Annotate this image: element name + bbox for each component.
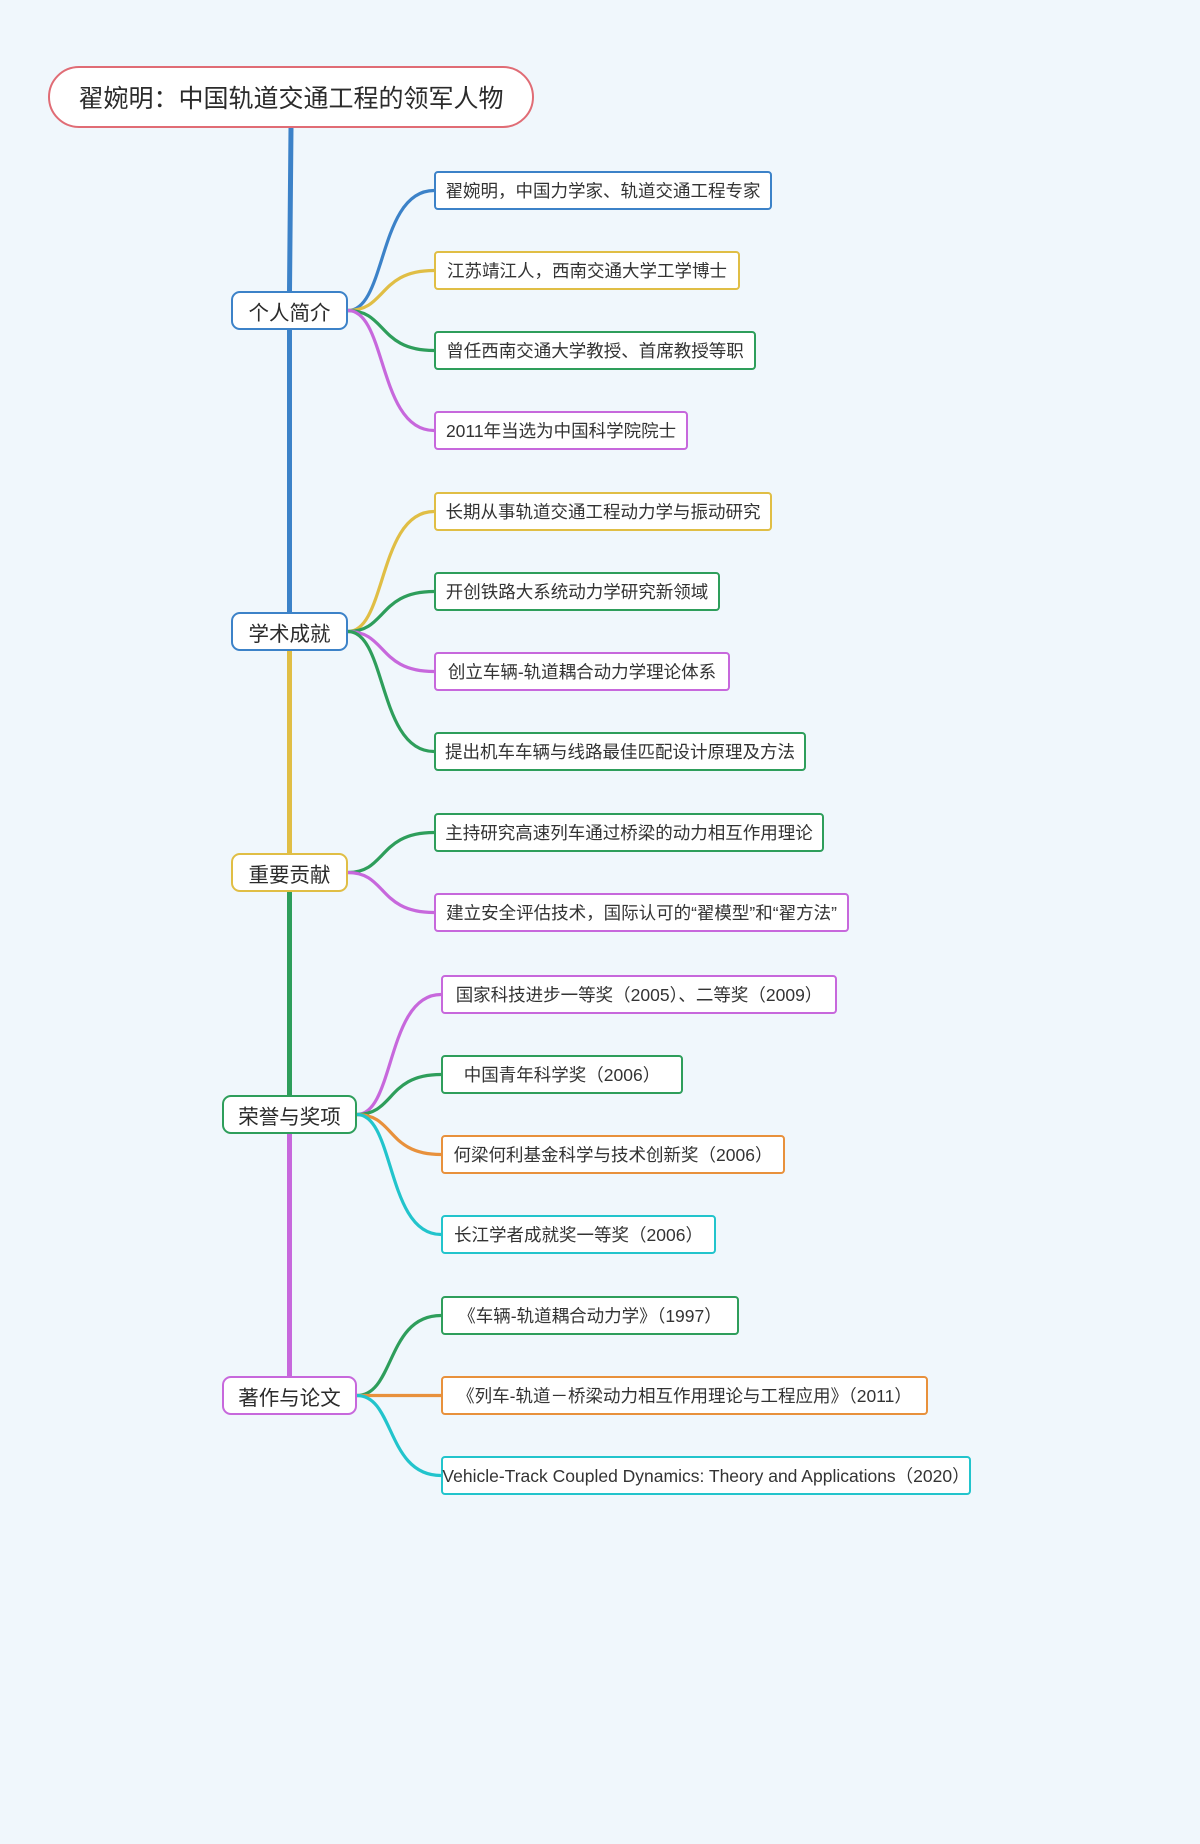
mindmap-edge: [346, 589, 436, 634]
mindmap-leaf-node-2-4-label: 提出机车车辆与线路最佳匹配设计原理及方法: [445, 742, 795, 762]
mindmap-leaf-node-4-1-label: 国家科技进步一等奖（2005）、二等奖（2009）: [455, 985, 823, 1005]
mindmap-edge: [346, 830, 436, 875]
mindmap-leaf-node-5-2[interactable]: 《列车-轨道－桥梁动力相互作用理论与工程应用》（2011）: [441, 1376, 928, 1415]
mindmap-leaf-node-3-1[interactable]: 主持研究高速列车通过桥梁的动力相互作用理论: [434, 813, 824, 852]
mindmap-leaf-node-2-4[interactable]: 提出机车车辆与线路最佳匹配设计原理及方法: [434, 732, 806, 771]
mindmap-edge: [346, 188, 436, 313]
mindmap-branch-node-3-label: 重要贡献: [248, 863, 331, 887]
mindmap-branch-node-1[interactable]: 个人简介: [231, 291, 348, 330]
mindmap-root-node[interactable]: 翟婉明：中国轨道交通工程的领军人物: [48, 66, 534, 128]
mindmap-edge: [355, 1112, 443, 1237]
mindmap-branch-node-4[interactable]: 荣誉与奖项: [222, 1095, 357, 1134]
mindmap-edge: [355, 992, 443, 1117]
mindmap-leaf-node-5-1[interactable]: 《车辆-轨道耦合动力学》（1997）: [441, 1296, 739, 1335]
mindmap-edge: [355, 1112, 443, 1157]
mindmap-edge: [355, 1072, 443, 1117]
mindmap-edge: [346, 870, 436, 915]
mindmap-leaf-node-5-3[interactable]: Vehicle-Track Coupled Dynamics: Theory a…: [441, 1456, 971, 1495]
mindmap-leaf-node-3-2-label: 建立安全评估技术，国际认可的“翟模型”和“翟方法”: [446, 903, 837, 923]
mindmap-leaf-node-4-4[interactable]: 长江学者成就奖一等奖（2006）: [441, 1215, 716, 1254]
mindmap-edge: [346, 509, 436, 634]
mindmap-leaf-node-3-1-label: 主持研究高速列车通过桥梁的动力相互作用理论: [445, 823, 813, 843]
mindmap-leaf-node-4-3[interactable]: 何梁何利基金科学与技术创新奖（2006）: [441, 1135, 785, 1174]
mindmap-leaf-node-5-3-label: Vehicle-Track Coupled Dynamics: Theory a…: [442, 1466, 970, 1486]
mindmap-branch-node-3[interactable]: 重要贡献: [231, 853, 348, 892]
mindmap-leaf-node-2-2[interactable]: 开创铁路大系统动力学研究新领域: [434, 572, 720, 611]
mindmap-leaf-node-1-2[interactable]: 江苏靖江人，西南交通大学工学博士: [434, 251, 740, 290]
mindmap-branch-node-1-label: 个人简介: [248, 301, 331, 325]
mindmap-edge: [287, 125, 294, 294]
mindmap-leaf-node-1-3[interactable]: 曾任西南交通大学教授、首席教授等职: [434, 331, 756, 370]
mindmap-leaf-node-1-4[interactable]: 2011年当选为中国科学院院士: [434, 411, 688, 450]
mindmap-branch-node-2[interactable]: 学术成就: [231, 612, 348, 651]
mindmap-leaf-node-1-1-label: 翟婉明，中国力学家、轨道交通工程专家: [445, 181, 761, 201]
mindmap-edge: [346, 308, 436, 433]
mindmap-leaf-node-5-1-label: 《车辆-轨道耦合动力学》（1997）: [458, 1306, 722, 1326]
mindmap-leaf-node-4-1[interactable]: 国家科技进步一等奖（2005）、二等奖（2009）: [441, 975, 837, 1014]
mindmap-leaf-node-1-1[interactable]: 翟婉明，中国力学家、轨道交通工程专家: [434, 171, 772, 210]
mindmap-branch-node-5-label: 著作与论文: [238, 1386, 341, 1410]
mindmap-branch-node-4-label: 荣誉与奖项: [238, 1105, 341, 1129]
mindmap-branch-node-2-label: 学术成就: [248, 622, 331, 646]
mindmap-edge: [346, 268, 436, 313]
mindmap-leaf-node-1-2-label: 江苏靖江人，西南交通大学工学博士: [447, 261, 727, 281]
mindmap-leaf-node-2-3-label: 创立车辆-轨道耦合动力学理论体系: [447, 662, 717, 682]
mindmap-root-node-label: 翟婉明：中国轨道交通工程的领军人物: [78, 85, 504, 113]
mindmap-leaf-node-4-4-label: 长江学者成就奖一等奖（2006）: [454, 1225, 703, 1245]
mindmap-leaf-node-2-2-label: 开创铁路大系统动力学研究新领域: [445, 582, 709, 602]
mindmap-edge: [346, 629, 436, 674]
mindmap-leaf-node-1-3-label: 曾任西南交通大学教授、首席教授等职: [446, 341, 744, 361]
mindmap-leaf-node-4-3-label: 何梁何利基金科学与技术创新奖（2006）: [453, 1145, 773, 1165]
mindmap-leaf-node-4-2[interactable]: 中国青年科学奖（2006）: [441, 1055, 683, 1094]
mindmap-edge: [355, 1393, 443, 1478]
mindmap-leaf-node-5-2-label: 《列车-轨道－桥梁动力相互作用理论与工程应用》（2011）: [457, 1386, 912, 1406]
mindmap-leaf-node-3-2[interactable]: 建立安全评估技术，国际认可的“翟模型”和“翟方法”: [434, 893, 849, 932]
mindmap-leaf-node-2-1-label: 长期从事轨道交通工程动力学与振动研究: [445, 502, 761, 522]
mindmap-edge: [346, 308, 436, 353]
mindmap-edge: [355, 1313, 443, 1398]
mindmap-leaf-node-1-4-label: 2011年当选为中国科学院院士: [445, 421, 677, 441]
mindmap-leaf-node-2-3[interactable]: 创立车辆-轨道耦合动力学理论体系: [434, 652, 730, 691]
mindmap-branch-node-5[interactable]: 著作与论文: [222, 1376, 357, 1415]
mindmap-leaf-node-2-1[interactable]: 长期从事轨道交通工程动力学与振动研究: [434, 492, 772, 531]
mindmap-edge: [346, 629, 436, 754]
mindmap-leaf-node-4-2-label: 中国青年科学奖（2006）: [463, 1065, 661, 1085]
